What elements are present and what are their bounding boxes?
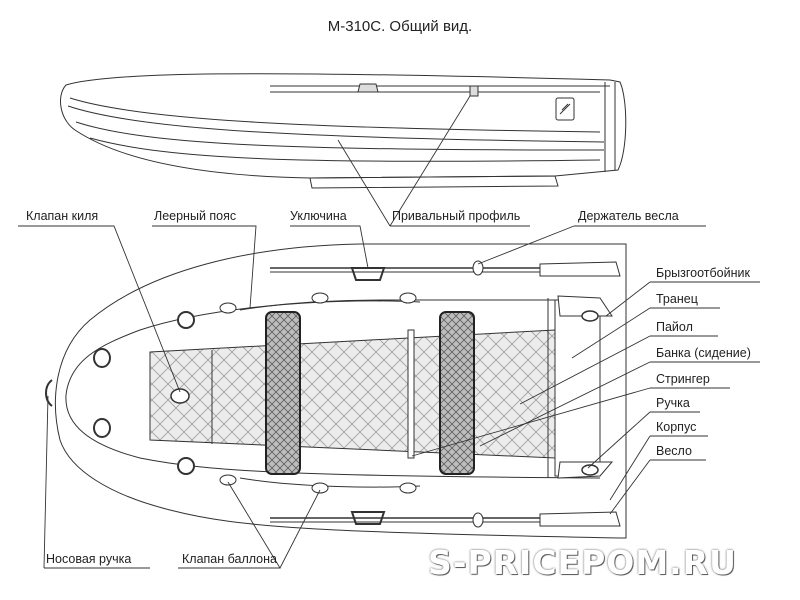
valve-icon bbox=[170, 388, 190, 404]
side-view bbox=[60, 73, 627, 189]
transom bbox=[554, 299, 601, 477]
label-stringer: Стрингер bbox=[656, 372, 710, 386]
label-keel-valve: Клапан киля bbox=[26, 209, 99, 223]
seat-bench bbox=[439, 311, 475, 475]
label-oar-holder: Держатель весла bbox=[578, 209, 679, 223]
leader-lines bbox=[18, 95, 760, 569]
label-tube-valve: Клапан баллона bbox=[182, 552, 277, 566]
valve-icon bbox=[219, 474, 237, 486]
label-bow-handle: Носовая ручка bbox=[46, 552, 132, 566]
label-oarlock: Уключина bbox=[290, 209, 347, 223]
top-view bbox=[45, 243, 627, 539]
valve-icon bbox=[219, 302, 237, 314]
label-seat: Банка (сидение) bbox=[656, 346, 751, 360]
handle-icon bbox=[93, 418, 111, 438]
stringer bbox=[407, 329, 415, 459]
label-floor: Пайол bbox=[656, 320, 693, 334]
label-lifeline: Леерный пояс bbox=[154, 209, 237, 223]
handle-icon bbox=[177, 311, 195, 329]
watermark: S-PRICEPOM.RU bbox=[428, 543, 737, 582]
page-title: М-310С. Общий вид. bbox=[327, 18, 473, 35]
label-oar: Весло bbox=[656, 444, 692, 458]
label-spray-guard: Брызгоотбойник bbox=[656, 266, 750, 280]
label-transom: Транец bbox=[656, 292, 698, 306]
seat-bench bbox=[265, 311, 301, 475]
label-handle: Ручка bbox=[656, 396, 690, 410]
label-rub-strake: Привальный профиль bbox=[392, 209, 521, 223]
handle-icon bbox=[177, 457, 195, 475]
handle-icon bbox=[93, 348, 111, 368]
label-hull: Корпус bbox=[656, 420, 697, 434]
